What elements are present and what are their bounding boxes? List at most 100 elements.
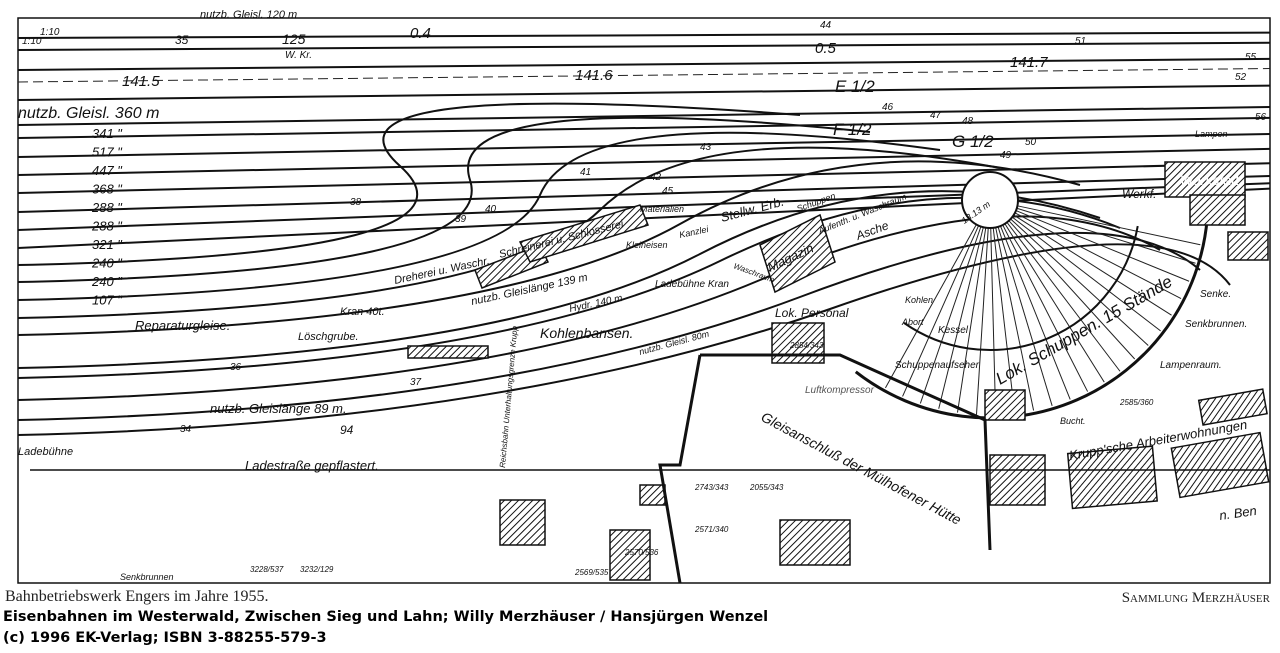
turntable-ray	[1011, 216, 1161, 332]
track-line	[17, 175, 1271, 213]
building-small	[984, 389, 1026, 421]
turntable-ray	[997, 226, 1053, 406]
house-lower-2	[779, 519, 851, 566]
label-lokschuppen: Lok. Schuppen. 15 Stände	[993, 272, 1176, 389]
parcel-number: 2570/536	[624, 548, 659, 557]
label-kran: Kran 40t.	[340, 306, 385, 318]
label-length: 125	[282, 31, 306, 47]
magazin-building	[759, 213, 836, 294]
label-senke: Senke.	[1200, 289, 1231, 300]
switch-number: 48	[962, 116, 974, 127]
switch-number: 36	[230, 362, 242, 373]
track-plan-map	[17, 17, 1271, 584]
turntable-ray	[999, 225, 1071, 400]
label-kanzlei: Kanzlei	[678, 224, 710, 240]
label-ratio: 1:10	[40, 27, 60, 38]
label-ladestrasse: Ladestraße gepflastert.	[245, 458, 379, 473]
turntable-ray	[1010, 218, 1149, 346]
label-dreherei: Dreherei u. Waschr.	[393, 255, 491, 287]
switch-number: 43	[700, 142, 712, 153]
caption-title: Bahnbetriebswerk Engers im Jahre 1955.	[5, 588, 269, 605]
label-reparaturgleise: Reparaturgleise.	[135, 318, 230, 333]
roundhouse-inner-wall	[903, 225, 1139, 351]
switch-number: 47	[930, 110, 942, 121]
turntable-ray	[902, 225, 980, 397]
turntable-ray	[1008, 220, 1136, 360]
label-signal-f: F 1/2	[833, 120, 872, 139]
switch-number: 50	[1025, 137, 1037, 148]
label-abort: Abort	[901, 317, 924, 327]
switch-number: 51	[1075, 36, 1086, 47]
turntable-ray	[885, 224, 977, 389]
label-schuppen: Schuppen	[795, 191, 837, 214]
krupp-house-3	[1197, 388, 1268, 426]
track-length-label: 447 "	[92, 163, 123, 178]
label-top-track: nutzb. Gleisl. 120 m	[200, 9, 297, 21]
label-schreinerei: Schreinerei u. Schlosserei	[498, 218, 625, 261]
track-line	[17, 106, 1271, 126]
switch-number: 45	[662, 186, 674, 197]
track-line	[17, 146, 1001, 319]
parcel-number: 2571/340	[694, 525, 729, 534]
switch-number: 46	[882, 102, 894, 113]
track-line	[17, 132, 1271, 158]
track-line	[17, 182, 1271, 231]
parcel-number: 2569/535	[574, 568, 609, 577]
switch-number: 44	[820, 20, 832, 31]
label-materialien: Materialien	[640, 204, 684, 214]
track-line	[17, 102, 801, 266]
label-kohlen: Kohlen	[905, 295, 933, 305]
label-turntable: 13.13 m	[960, 199, 993, 226]
krupp-house-2	[1170, 431, 1270, 499]
label-loeschgrube: Löschgrube.	[298, 331, 359, 343]
krupp-house-1	[1066, 445, 1158, 510]
coal-bunker	[407, 345, 489, 359]
turntable-ray	[1014, 212, 1182, 300]
turntable-rays	[885, 205, 1201, 415]
label-km: 0.5	[815, 40, 837, 57]
werkstatt-annex	[1189, 194, 1246, 226]
depot-boundary	[700, 353, 992, 551]
turntable-ray	[1002, 224, 1089, 392]
label-krupp: Krupp'sche Arbeiterwohnungen	[1068, 417, 1248, 463]
label-stellwerk: Stellw. Erb.	[719, 194, 786, 225]
track-line	[17, 31, 1271, 39]
label-kohlenbansen: Kohlenbansen.	[540, 325, 633, 341]
turntable-ray	[976, 227, 989, 415]
parcel-number: 2055/343	[749, 483, 784, 492]
label-gleislaenge-89: nutzb. Gleislänge 89 m.	[210, 401, 347, 416]
track-line	[17, 160, 1081, 336]
label-ratio: 1:10	[22, 36, 42, 47]
track-length-label: 288 "	[91, 219, 123, 234]
label-gleisanschluss: Gleisanschluß der Mülhofener Hütte	[759, 409, 965, 528]
switch-number: 41	[580, 167, 591, 178]
schreinerei-building	[518, 204, 649, 263]
switch-number: 39	[455, 214, 467, 225]
parcel-number: 2854/343	[789, 341, 824, 350]
label-length: 35	[175, 33, 189, 47]
track-length-label: 240 "	[91, 256, 123, 271]
label-lampen: Lampen	[1195, 129, 1228, 139]
switch-number: 52	[1235, 72, 1247, 83]
roundhouse-outer-wall	[854, 218, 1209, 420]
turntable	[961, 171, 1019, 229]
track-line	[17, 68, 1271, 83]
boundary-west	[658, 354, 702, 584]
turntable-ray	[1017, 205, 1201, 246]
label-gleisl-80: nutzb. Gleisl. 80m	[638, 328, 711, 356]
label-werkstatt: Werkstatt	[1180, 172, 1240, 188]
turntable-ray	[938, 227, 984, 409]
label-length-94: 94	[340, 423, 354, 437]
label-lok-personal: Lok. Personal	[775, 306, 849, 320]
label-signal-g: G 1/2	[952, 132, 994, 151]
building-hatched	[989, 454, 1046, 506]
label-hydr: Hydr. 140 m	[568, 293, 623, 315]
building-right	[1227, 231, 1269, 261]
werkstatt-building	[1164, 161, 1246, 198]
track-line	[17, 215, 1161, 401]
track-line	[17, 41, 1271, 51]
track-length-label: 240 "	[91, 274, 123, 289]
track-length-labels: 341 "517 "447 "368 "288 "288 "321 "240 "…	[91, 126, 123, 308]
